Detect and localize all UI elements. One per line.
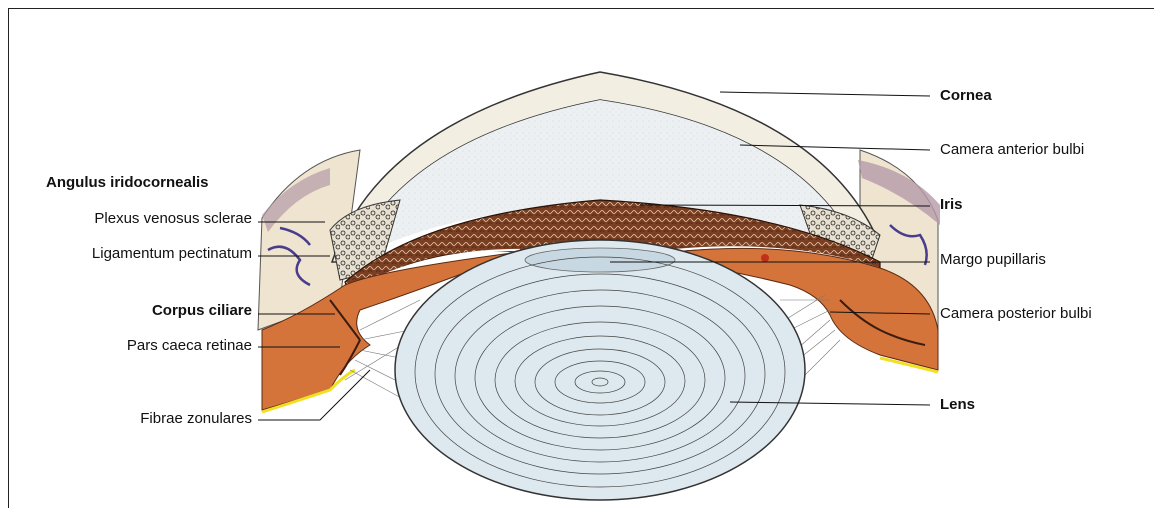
label-lens: Lens xyxy=(940,396,975,414)
label-plexus-venosus-sclerae: Plexus venosus sclerae xyxy=(40,210,252,228)
label-pars-caeca-retinae: Pars caeca retinae xyxy=(60,337,252,355)
label-margo-pupillaris: Margo pupillaris xyxy=(940,251,1046,269)
label-fibrae-zonulares: Fibrae zonulares xyxy=(60,410,252,428)
label-ligamentum-pectinatum: Ligamentum pectinatum xyxy=(30,245,252,263)
lens xyxy=(395,240,805,500)
label-camera-anterior-bulbi: Camera anterior bulbi xyxy=(940,141,1084,159)
label-angulus-iridocornealis: Angulus iridocornealis xyxy=(46,174,246,192)
label-iris: Iris xyxy=(940,196,963,214)
label-camera-posterior-bulbi: Camera posterior bulbi xyxy=(940,305,1092,323)
label-corpus-ciliare: Corpus ciliare xyxy=(60,302,252,320)
label-cornea: Cornea xyxy=(940,87,992,105)
